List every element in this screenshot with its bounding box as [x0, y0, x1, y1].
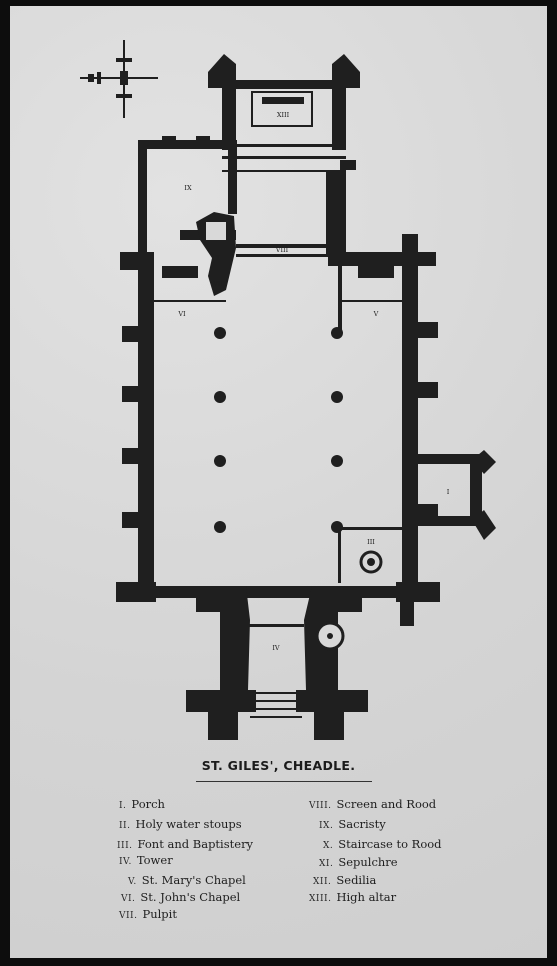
legend-label: Sacristy — [338, 817, 386, 831]
legend-number: IX. — [319, 821, 334, 831]
legend-number: III. — [117, 841, 133, 851]
legend-label: Holy water stoups — [135, 817, 242, 831]
compass-rose-icon — [80, 40, 158, 118]
legend-item-high-altar: XIII. High altar — [309, 890, 396, 904]
legend-number: II. — [119, 821, 131, 831]
legend-item-font-baptistery: III. Font and Baptistery — [117, 837, 253, 851]
legend-label: Font and Baptistery — [137, 837, 254, 851]
label-high-altar: XIII — [277, 111, 290, 119]
label-sacristy: IX — [184, 184, 192, 192]
legend-number: V. — [128, 877, 137, 887]
legend-label: Pulpit — [142, 907, 177, 921]
legend-item-staircase-rood: X. Staircase to Rood — [323, 837, 442, 851]
legend-item-screen-rood: VIII. Screen and Rood — [309, 797, 436, 811]
legend-label: High altar — [336, 890, 397, 904]
label-porch: I — [447, 488, 450, 496]
legend-number: VIII. — [309, 801, 332, 811]
floor-plan: XIII IX VIII X VII VI V I III IV — [80, 40, 496, 740]
south-wall — [328, 234, 440, 626]
legend-number: VII. — [119, 911, 138, 921]
legend-label: St. Mary's Chapel — [141, 873, 246, 887]
label-font-baptistery: III — [367, 538, 375, 546]
legend-label: Screen and Rood — [336, 797, 437, 811]
legend-item-tower: IV. Tower — [119, 853, 173, 867]
legend-item-porch: I. Porch — [119, 797, 165, 811]
label-tower: IV — [272, 644, 280, 652]
legend-label: Porch — [131, 797, 165, 811]
legend-item-sedilia: XII. Sedilia — [313, 873, 376, 887]
legend-number: X. — [323, 841, 334, 851]
label-st-marys-chapel: V — [373, 310, 379, 318]
legend-item-sacristy: IX. Sacristy — [319, 817, 386, 831]
legend-label: Sedilia — [336, 873, 377, 887]
legend-number: XI. — [319, 859, 334, 869]
west-front — [150, 586, 402, 740]
legend-number: I. — [119, 801, 127, 811]
legend-item-sepulchre: XI. Sepulchre — [319, 855, 398, 869]
north-wall — [116, 252, 156, 602]
legend-item-holy-water-stoups: II. Holy water stoups — [119, 817, 242, 831]
legend-label: Staircase to Rood — [338, 837, 442, 851]
plate-sheet — [10, 6, 547, 958]
legend-label: St. John's Chapel — [140, 890, 241, 904]
label-pulpit: VII — [212, 280, 223, 288]
legend-item-st-johns-chapel: VI. St. John's Chapel — [121, 890, 240, 904]
legend-number: XIII. — [309, 894, 332, 904]
legend-item-st-marys-chapel: V. St. Mary's Chapel — [128, 873, 246, 887]
font-icon — [359, 550, 383, 574]
legend-label: Sepulchre — [338, 855, 398, 869]
title-rule — [196, 781, 372, 782]
label-staircase-rood: X — [216, 254, 221, 262]
nave-piers — [214, 327, 343, 533]
legend-item-pulpit: VII. Pulpit — [119, 907, 177, 921]
porch-walls — [418, 450, 496, 540]
legend-label: Tower — [136, 853, 173, 867]
plan-title: ST. GILES', CHEADLE. — [201, 758, 356, 773]
legend-number: VI. — [121, 894, 136, 904]
legend-number: IV. — [119, 857, 132, 867]
chancel-walls — [208, 54, 360, 172]
label-st-johns-chapel: VI — [177, 310, 186, 318]
rood-screen — [236, 244, 328, 248]
label-screen-rood: VIII — [275, 246, 289, 254]
rood-staircase — [196, 212, 236, 296]
tower-staircase-icon — [315, 621, 345, 651]
legend-number: XII. — [313, 877, 332, 887]
